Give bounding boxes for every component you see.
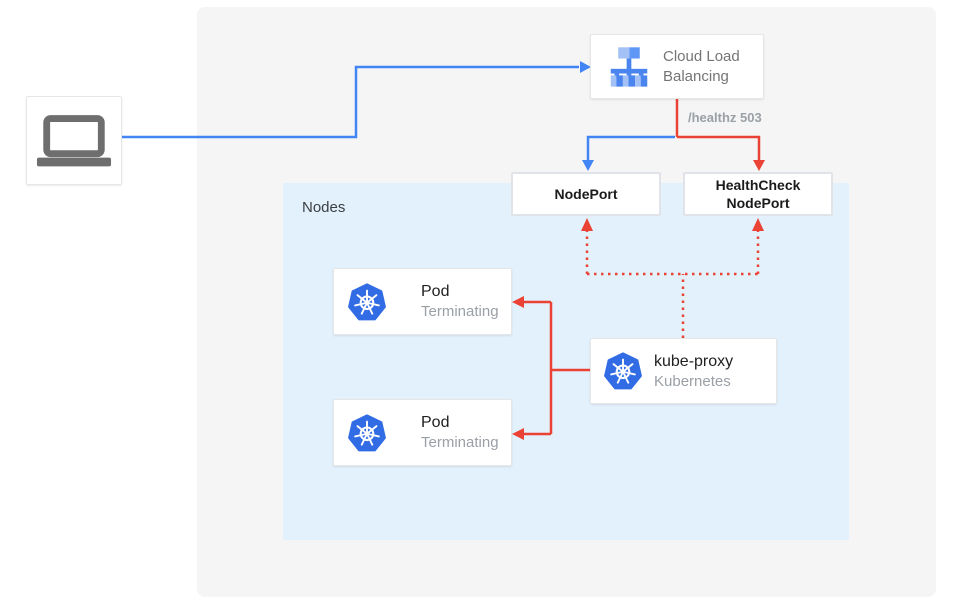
pod-node-1: Pod Terminating: [333, 268, 512, 335]
cloud-load-balancing-label: Cloud Load Balancing: [663, 47, 740, 85]
pod-status: Terminating: [421, 434, 499, 451]
arrowhead-left-icon: [512, 296, 524, 308]
kube-proxy-subtitle: Kubernetes: [654, 372, 731, 390]
pod-title: Pod: [421, 283, 450, 300]
pod-status: Terminating: [421, 303, 499, 320]
kube-proxy-title: kube-proxy: [654, 352, 734, 370]
cloud-load-balancing-icon: [607, 46, 651, 87]
arrowhead-down-icon: [582, 160, 594, 171]
arrowhead-left-icon: [512, 428, 524, 440]
cloud-load-balancing-node: Cloud Load Balancing: [590, 34, 764, 99]
client-to-clb-line: [122, 61, 591, 139]
client-node: [26, 96, 122, 185]
kubernetes-icon: [348, 413, 386, 452]
pod-title: Pod: [421, 414, 450, 431]
kube-proxy-to-pods-line: [512, 296, 590, 440]
arrowhead-down-icon: [753, 160, 765, 171]
nodeport-node: NodePort: [511, 172, 661, 216]
arrowhead-up-icon: [752, 218, 764, 231]
nodes-zone-label: Nodes: [302, 199, 346, 216]
kube-proxy-node: kube-proxy Kubernetes: [590, 338, 777, 404]
healthcheck-nodeport-node: HealthCheck NodePort: [683, 172, 833, 216]
clb-to-healthcheck-line: [675, 99, 765, 171]
healthz-annotation: /healthz 503: [688, 110, 762, 125]
pod-node-2: Pod Terminating: [333, 399, 512, 466]
kubernetes-icon: [348, 282, 386, 321]
arrowhead-right-icon: [580, 61, 591, 73]
arrowhead-up-icon: [581, 218, 593, 231]
kube-proxy-to-nodeports-dotted-line: [581, 218, 764, 338]
kubernetes-icon: [604, 352, 642, 390]
laptop-icon: [35, 112, 113, 170]
clb-to-nodeport-line: [582, 135, 675, 171]
